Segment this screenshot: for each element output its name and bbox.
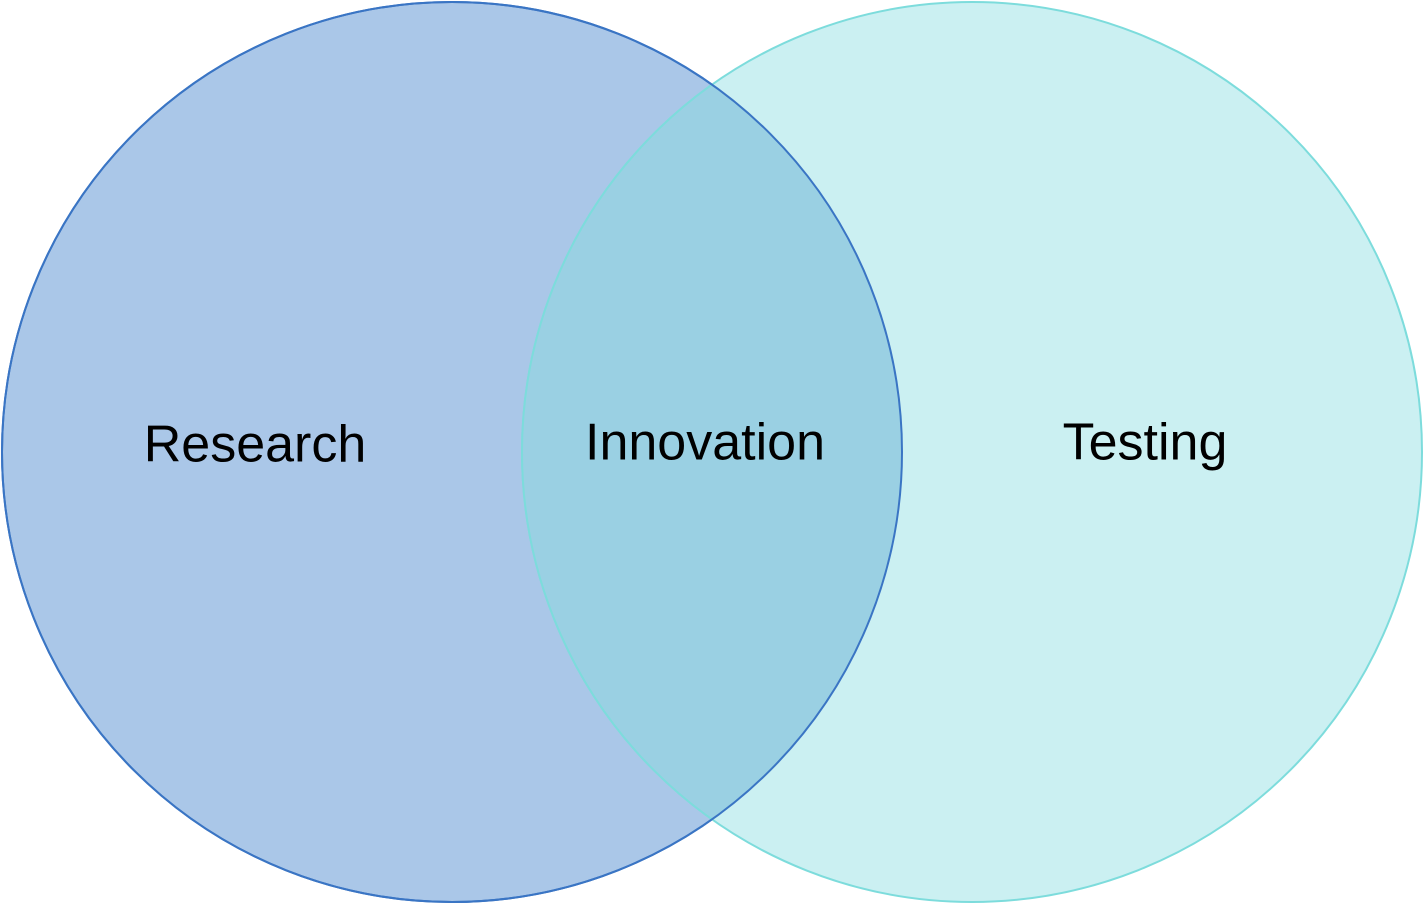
testing-label: Testing xyxy=(1063,414,1228,472)
innovation-intersection xyxy=(521,2,902,902)
research-label: Research xyxy=(144,416,367,474)
innovation-label: Innovation xyxy=(585,414,825,472)
research-circle-outline xyxy=(1,1,903,903)
